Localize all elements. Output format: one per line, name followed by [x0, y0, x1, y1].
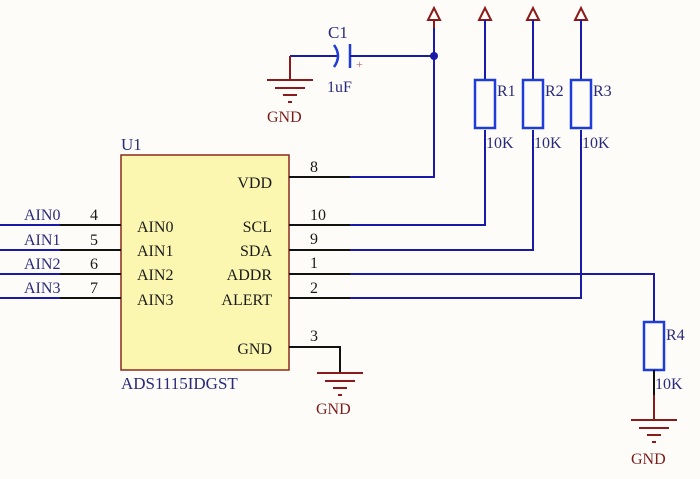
pin-number-5: 5	[90, 232, 98, 249]
wire-scl[interactable]	[350, 130, 486, 226]
resistor-r3[interactable]: R3 10K	[569, 78, 612, 152]
c1-polarity-mark: +	[356, 57, 363, 71]
pin-number-8: 8	[310, 159, 318, 176]
r2-designator: R2	[545, 83, 564, 100]
wire-alert[interactable]	[350, 130, 582, 299]
resistor-r4[interactable]: R4 10K	[642, 320, 685, 420]
gnd-label: GND	[316, 401, 351, 418]
pin-number-6: 6	[90, 256, 98, 273]
pin-number-1: 1	[310, 255, 318, 272]
c1-designator: C1	[328, 23, 348, 42]
right-pin-stubs	[289, 176, 350, 372]
pin-name-ain3: AIN3	[137, 292, 173, 309]
pin-name-sda: SDA	[240, 243, 272, 260]
gnd-label: GND	[631, 451, 666, 468]
pin-name-scl: SCL	[243, 219, 272, 236]
r2-value: 10K	[534, 135, 562, 152]
gnd-label: GND	[267, 109, 302, 126]
left-pin-ain1[interactable]: AIN1 5 AIN1	[0, 232, 173, 260]
r1-designator: R1	[497, 83, 516, 100]
r4-designator: R4	[666, 327, 685, 344]
net-label-ain0: AIN0	[24, 207, 60, 224]
r1-value: 10K	[486, 135, 514, 152]
vdd-power-port-2[interactable]	[477, 5, 493, 80]
pin-name-ain1: AIN1	[137, 243, 173, 260]
capacitor-c1[interactable]: + C1 1uF	[290, 23, 434, 96]
vdd-power-port-3[interactable]	[525, 5, 541, 80]
net-label-ain3: AIN3	[24, 280, 60, 297]
ic-body-u1[interactable]	[120, 154, 290, 371]
pin-name-addr: ADDR	[227, 267, 273, 284]
left-pin-ain0[interactable]: AIN0 4 AIN0	[0, 207, 173, 236]
pin-name-alert: ALERT	[221, 292, 272, 309]
wire-vdd[interactable]	[350, 18, 438, 178]
r4-value: 10K	[655, 376, 683, 393]
pin-number-10: 10	[310, 207, 326, 224]
gnd-symbol-ic[interactable]: GND	[316, 372, 363, 418]
pin-name-gnd: GND	[237, 341, 272, 358]
net-label-ain2: AIN2	[24, 256, 60, 273]
pin-number-7: 7	[90, 280, 98, 297]
resistor-r1[interactable]: R1 10K	[473, 78, 516, 152]
gnd-symbol-r4[interactable]: GND	[631, 419, 677, 468]
pin-number-3: 3	[310, 328, 318, 345]
resistor-r2[interactable]: R2 10K	[521, 78, 564, 152]
pin-number-9: 9	[310, 231, 318, 248]
wire-sda[interactable]	[350, 130, 534, 251]
vdd-power-port-1[interactable]	[426, 5, 442, 28]
pin-number-2: 2	[310, 280, 318, 297]
pin-name-ain0: AIN0	[137, 219, 173, 236]
net-label-ain1: AIN1	[24, 232, 60, 249]
gnd-symbol-c1[interactable]: GND	[267, 56, 313, 126]
wire-addr[interactable]	[350, 273, 655, 322]
c1-value: 1uF	[327, 79, 352, 96]
r3-designator: R3	[593, 83, 612, 100]
r3-value: 10K	[582, 135, 610, 152]
left-pin-ain2[interactable]: AIN2 6 AIN2	[0, 256, 173, 284]
pin-name-vdd: VDD	[237, 175, 272, 192]
pin-name-ain2: AIN2	[137, 267, 173, 284]
ic-part-number: ADS1115IDGST	[121, 374, 238, 393]
left-pin-ain3[interactable]: AIN3 7 AIN3	[0, 280, 173, 309]
vdd-power-port-4[interactable]	[573, 5, 589, 80]
ic-designator: U1	[121, 135, 142, 154]
pin-number-4: 4	[90, 207, 98, 224]
